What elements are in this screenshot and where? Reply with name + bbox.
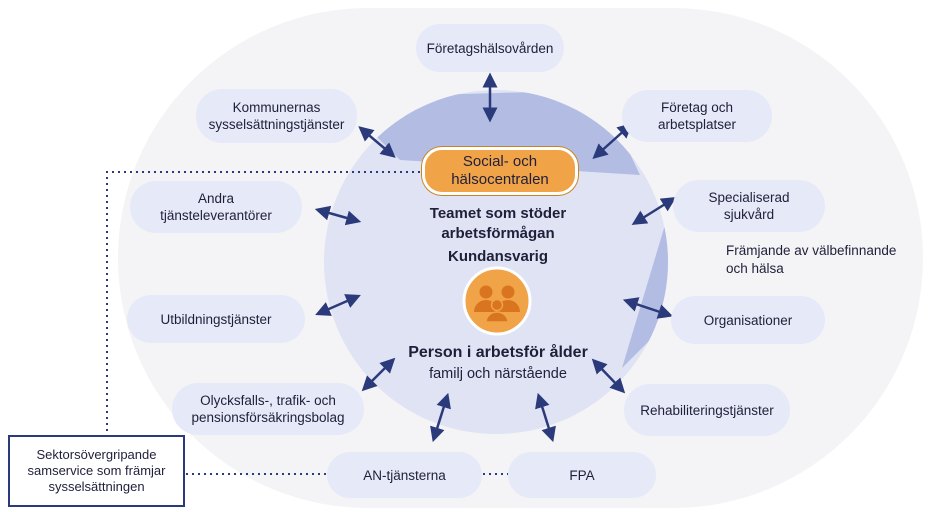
arrow-insurance: [361, 357, 396, 392]
arrow-specialised-care: [631, 197, 677, 225]
node-education-label: Utbildningstjänster: [160, 311, 272, 327]
arrow-fpa: [535, 392, 556, 443]
arrow-other-providers: [314, 205, 362, 226]
node-companies: Företag och arbetsplatser: [622, 90, 772, 142]
team-text: Teamet som stöder arbetsförmågan: [429, 205, 567, 242]
node-specialised-care-label: Specialiserad sjukvård: [708, 190, 790, 222]
inner-circle: [324, 90, 668, 434]
arrow-an-services: [430, 392, 451, 443]
wedge-right: [622, 215, 668, 368]
node-occupational-health: Företagshälsovården: [416, 24, 564, 72]
customer-responsible-text: Kundansvarig: [447, 248, 549, 265]
arrow-municipal-employment: [358, 126, 396, 158]
family-group-icon: [462, 266, 532, 336]
node-organisations-label: Organisationer: [703, 312, 793, 328]
node-rehabilitation: Rehabiliteringstjänster: [624, 384, 790, 436]
node-other-providers: Andra tjänsteleverantörer: [130, 181, 302, 233]
arrow-organisations: [622, 297, 674, 319]
node-other-providers-label: Andra tjänsteleverantörer: [160, 191, 272, 223]
node-insurance: Olycksfalls-, trafik- och pensionsförsäk…: [172, 383, 364, 435]
person-title: Person i arbetsför ålder: [408, 344, 588, 361]
person-subtitle: familj och närstående: [429, 366, 567, 382]
node-organisations: Organisationer: [671, 296, 825, 344]
social-centre-box: Social- och hälsocentralen: [422, 147, 578, 195]
node-an-services-label: AN-tjänsterna: [363, 467, 446, 483]
arrow-rehabilitation: [591, 358, 626, 394]
node-fpa: FPA: [508, 452, 656, 498]
dotted-line-sector: [106, 171, 420, 435]
node-rehabilitation-label: Rehabiliteringstjänster: [640, 402, 774, 418]
arrow-education: [315, 294, 361, 316]
node-specialised-care: Specialiserad sjukvård: [673, 180, 825, 232]
node-insurance-label: Olycksfalls-, trafik- och pensionsförsäk…: [191, 393, 345, 425]
node-education: Utbildningstjänster: [127, 295, 305, 343]
node-municipal-employment-label: Kommunernas sysselsättningstjänster: [208, 100, 345, 132]
promotion-text: Främjande av välbefinnande och hälsa: [726, 243, 897, 276]
node-municipal-employment: Kommunernas sysselsättningstjänster: [196, 89, 357, 143]
node-an-services: AN-tjänsterna: [327, 452, 482, 498]
node-occupational-health-label: Företagshälsovården: [426, 40, 554, 56]
node-companies-label: Företag och arbetsplatser: [657, 100, 737, 132]
arrow-companies: [592, 122, 633, 160]
node-fpa-label: FPA: [569, 467, 595, 483]
sector-box: Sektorsövergripande samservice som främj…: [8, 435, 185, 507]
